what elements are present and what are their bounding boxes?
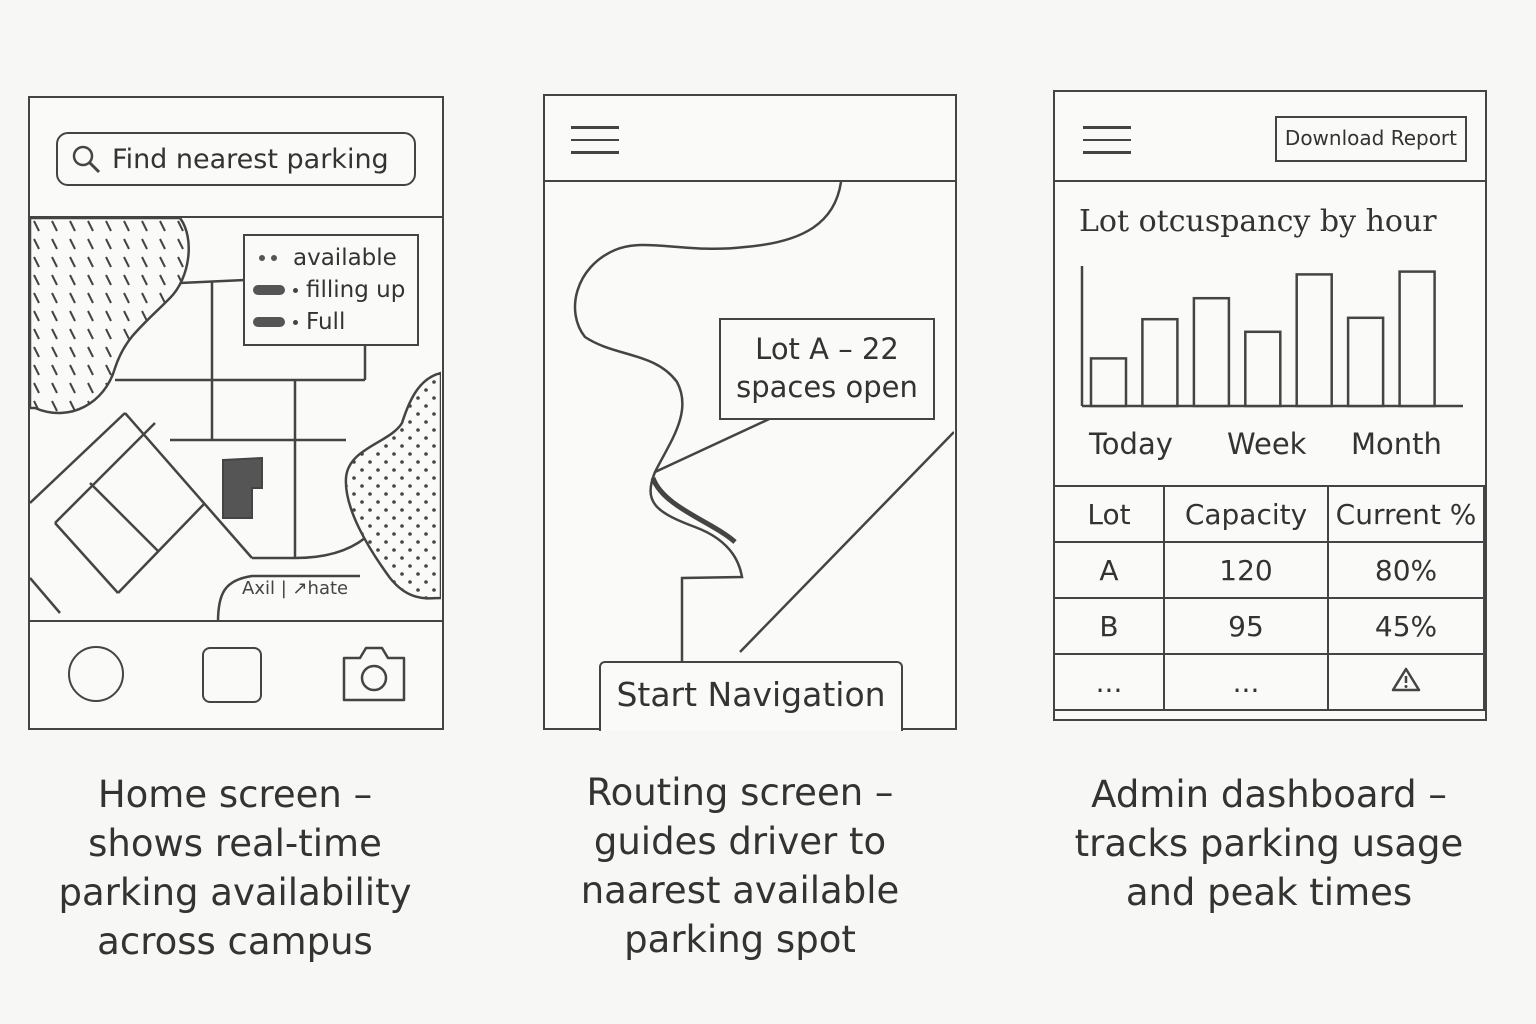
filling-up-swatch [253, 285, 285, 295]
table-cell: 45% [1327, 597, 1485, 655]
warning-icon [1391, 667, 1421, 691]
map-drawing [30, 218, 441, 622]
chart-title: Lot otcuspancy by hour [1079, 204, 1437, 239]
column-header-lot: Lot [1053, 485, 1165, 543]
lot-availability-callout: Lot A – 22 spaces open [719, 318, 935, 420]
nav-divider [30, 620, 442, 622]
map-legend: available filling up Full [243, 234, 419, 346]
legend-label: available [293, 245, 397, 271]
table-cell: B [1053, 597, 1165, 655]
legend-label: Full [306, 309, 346, 335]
range-tab-today[interactable]: Today [1089, 427, 1173, 461]
table-cell: ... [1053, 653, 1165, 711]
occupancy-bar-chart [1080, 266, 1463, 408]
park-area-hatched [30, 218, 190, 415]
lots-table: Lot Capacity Current % A 120 80% B 95 45… [1053, 485, 1485, 711]
table-row[interactable]: B 95 45% [1053, 597, 1485, 655]
column-header-capacity: Capacity [1163, 485, 1329, 543]
menu-icon[interactable] [1083, 126, 1131, 154]
column-header-current: Current % [1327, 485, 1485, 543]
legend-item-available: available [253, 242, 409, 274]
map-attribution: Axil | ↗hate [242, 578, 349, 599]
table-row[interactable]: A 120 80% [1053, 541, 1485, 599]
table-row[interactable]: ... ... [1053, 653, 1485, 711]
header-divider [1055, 180, 1485, 182]
table-cell: 95 [1163, 597, 1329, 655]
legend-label: filling up [306, 277, 406, 303]
table-cell: A [1053, 541, 1165, 599]
routing-caption: Routing screen – guides driver to naares… [580, 771, 900, 961]
chart-bar-5 [1295, 273, 1333, 408]
chart-bar-6 [1346, 316, 1385, 408]
route-drawing [573, 182, 954, 727]
chart-bar-7 [1398, 270, 1436, 408]
chart-bar-4 [1244, 330, 1282, 408]
camera-icon[interactable] [340, 642, 408, 704]
parking-lot-marker [222, 456, 263, 519]
full-swatch [253, 317, 285, 327]
table-cell: 120 [1163, 541, 1329, 599]
table-cell: ... [1163, 653, 1329, 711]
home-screen-mockup: Find nearest parking [28, 96, 444, 730]
range-tab-month[interactable]: Month [1351, 427, 1442, 461]
search-placeholder: Find nearest parking [112, 143, 389, 175]
home-caption: Home screen – shows real-time parking av… [58, 773, 412, 963]
park-area-dotted [344, 371, 441, 600]
home-nav-circle-button[interactable] [68, 646, 124, 702]
route-map[interactable] [545, 182, 954, 727]
legend-bullet [293, 287, 298, 293]
menu-icon[interactable] [571, 126, 619, 154]
legend-bullet [293, 319, 298, 325]
chart-bar-1 [1089, 357, 1128, 408]
admin-dashboard-mockup: Download Report Lot otcuspancy by hour T… [1053, 90, 1487, 721]
callout-line-2: spaces open [736, 370, 918, 404]
start-navigation-button[interactable]: Start Navigation [599, 661, 903, 731]
legend-item-full: Full [253, 306, 409, 338]
table-cell [1327, 653, 1485, 711]
available-swatch [253, 253, 285, 263]
header-divider [30, 216, 442, 218]
header-divider [545, 180, 955, 182]
search-icon [72, 145, 101, 174]
campus-map[interactable]: available filling up Full Axil | ↗hate [30, 218, 441, 622]
chart-bar-2 [1141, 317, 1179, 408]
table-header-row: Lot Capacity Current % [1053, 485, 1485, 543]
legend-item-filling-up: filling up [253, 274, 409, 306]
callout-line-1: Lot A – 22 [755, 332, 899, 366]
home-nav-square-button[interactable] [202, 647, 262, 703]
chart-bar-3 [1192, 296, 1231, 408]
routing-screen-mockup: Lot A – 22 spaces open Start Navigation [543, 94, 957, 731]
admin-caption: Admin dashboard – tracks parking usage a… [1074, 773, 1464, 914]
search-bar[interactable]: Find nearest parking [56, 132, 416, 186]
range-tab-week[interactable]: Week [1227, 427, 1307, 461]
table-cell: 80% [1327, 541, 1485, 599]
download-report-button[interactable]: Download Report [1274, 116, 1467, 162]
